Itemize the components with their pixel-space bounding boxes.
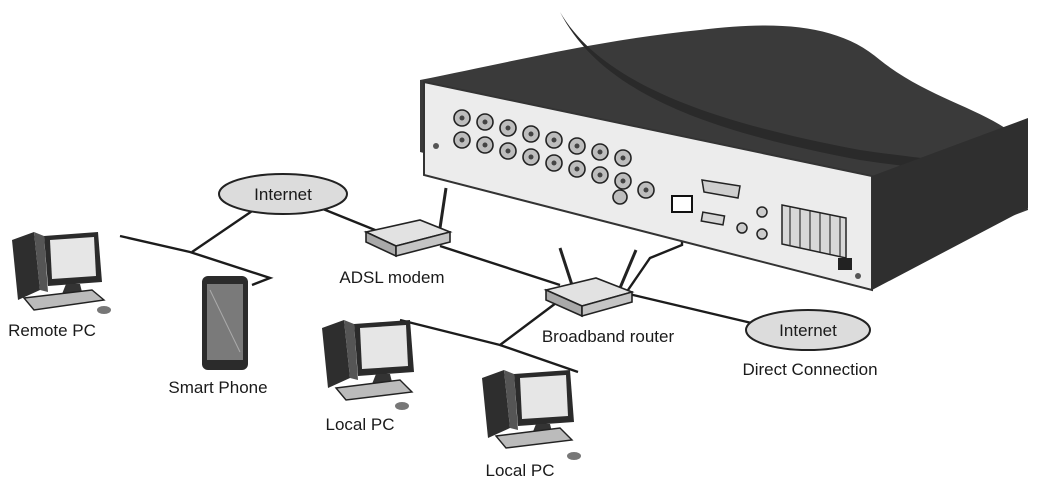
keyboard	[334, 379, 414, 401]
wire-router-to-local-pc-1	[399, 299, 561, 347]
dvr-lan-port	[671, 195, 693, 213]
internet-top-label: Internet	[254, 185, 312, 204]
dvr-curve-ridge	[560, 12, 1028, 210]
modem-antenna	[438, 187, 448, 229]
dvr-audio-jack	[756, 228, 768, 240]
internet-direct-label: Internet	[779, 321, 837, 340]
direct-connection-label: Direct Connection	[742, 360, 877, 379]
dvr-audio-jack	[736, 222, 748, 234]
adsl-modem	[363, 187, 453, 258]
dvr-device	[420, 12, 1028, 292]
keyboard	[494, 427, 574, 449]
dvr-audio-jack	[756, 206, 768, 218]
connection-lines	[119, 191, 761, 374]
dvr-vga-port	[701, 179, 741, 199]
internet-cloud-direct: Internet	[745, 309, 871, 351]
mouse	[97, 306, 111, 314]
broadband-router	[543, 247, 638, 318]
dvr-hdmi-port	[700, 211, 726, 226]
wire-router-to-local-pc-2	[499, 343, 579, 374]
broadband-router-label: Broadband router	[542, 327, 675, 346]
keyboard	[22, 289, 106, 311]
bnc-connectors	[453, 109, 655, 205]
wire-modem-to-router	[439, 244, 561, 287]
remote-pc	[12, 232, 111, 314]
mouse	[567, 452, 581, 460]
smart-phone	[202, 276, 248, 370]
local-pc-1-label: Local PC	[326, 415, 395, 434]
wire-internet-to-modem	[317, 205, 381, 234]
smart-phone-label: Smart Phone	[168, 378, 267, 397]
local-pc-1	[322, 320, 414, 410]
wire-router-to-internet-direct	[611, 288, 761, 327]
dvr-power-port	[838, 258, 852, 270]
local-pc-2-label: Local PC	[486, 461, 555, 480]
local-pc-2	[482, 370, 581, 460]
dvr-side-panel	[872, 118, 1028, 290]
wire-remote-pc-phone	[119, 234, 274, 287]
router-antenna	[618, 249, 638, 289]
router-antenna	[558, 247, 574, 286]
remote-pc-label: Remote PC	[8, 321, 96, 340]
internet-cloud-top: Internet	[218, 173, 348, 215]
adsl-modem-label: ADSL modem	[339, 268, 444, 287]
mouse	[395, 402, 409, 410]
